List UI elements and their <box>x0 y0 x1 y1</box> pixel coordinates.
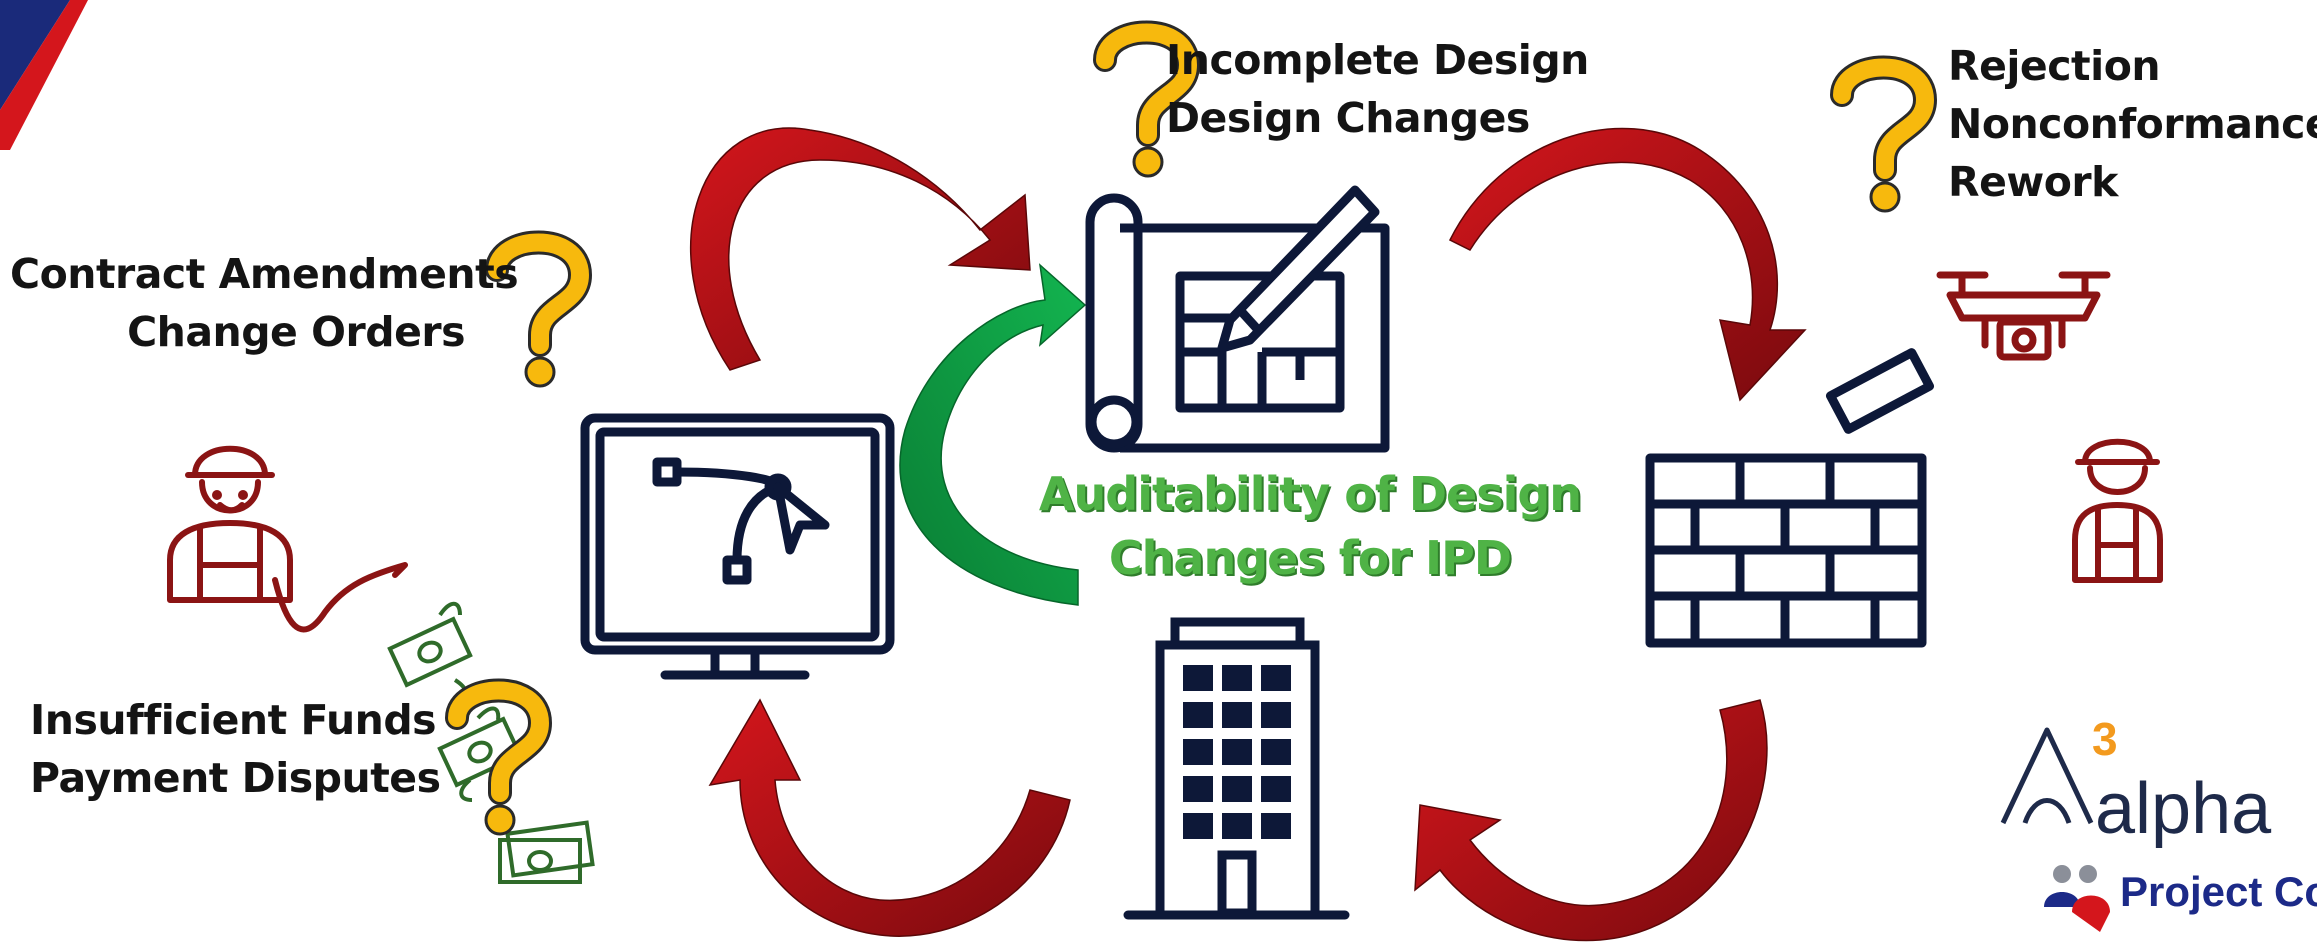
center-title: Auditability of Design Changes for IPD <box>1030 462 1590 590</box>
arrow-monitor-to-blueprint <box>689 127 1031 371</box>
label-contract-line1: Contract Amendments <box>10 250 519 298</box>
label-funds-issues: Insufficient Funds Payment Disputes <box>30 691 441 807</box>
label-quality-line3: Rework <box>1948 158 2118 206</box>
building-window <box>1183 776 1213 802</box>
drone-camera-icon <box>1936 271 2111 361</box>
label-quality-issues: Rejection Nonconformance Rework <box>1948 37 2317 211</box>
brick-wall-icon <box>1645 348 1935 648</box>
building-window <box>1261 702 1291 728</box>
construction-worker-icon <box>2072 438 2163 583</box>
building-windows <box>1183 665 1291 839</box>
computer-monitor-bezier-icon <box>580 413 895 680</box>
label-funds-line2: Payment Disputes <box>30 754 441 802</box>
building-window <box>1183 702 1213 728</box>
building-window <box>1183 813 1213 839</box>
label-funds-line1: Insufficient Funds <box>30 696 437 744</box>
arrow-green-to-blueprint <box>899 263 1087 606</box>
building-window <box>1183 665 1213 691</box>
office-building-icon <box>1123 617 1350 920</box>
building-window <box>1261 813 1291 839</box>
project-logo-text: Project Co <box>2120 868 2317 915</box>
label-contract-issues: Contract Amendments Change Orders <box>10 245 519 361</box>
label-quality-line2: Nonconformance <box>1948 100 2317 148</box>
construction-worker-left-icon <box>167 445 408 633</box>
question-mark-icon <box>485 230 593 388</box>
building-window <box>1222 813 1252 839</box>
building-window <box>1261 665 1291 691</box>
arrow-blueprint-to-wall <box>1448 127 1807 402</box>
alpha-logo-mark <box>2000 727 2094 825</box>
corner-flag-decoration <box>0 0 88 150</box>
arrow-wall-to-building <box>1414 699 1768 942</box>
question-marks <box>445 20 1938 836</box>
money-bill-icon <box>387 601 595 884</box>
building-window <box>1261 776 1291 802</box>
building-window <box>1222 665 1252 691</box>
question-mark-icon <box>445 678 553 836</box>
building-window <box>1222 776 1252 802</box>
arrow-building-to-monitor <box>708 698 1071 937</box>
question-mark-icon <box>1093 20 1201 178</box>
label-quality-line1: Rejection <box>1948 42 2161 90</box>
building-window <box>1183 739 1213 765</box>
alpha-logo-word: alpha <box>2095 769 2272 849</box>
alpha-logo-superscript: 3 <box>2092 713 2118 765</box>
label-design-issues: Incomplete Design Design Changes <box>1166 31 1589 147</box>
label-design-line2: Design Changes <box>1166 94 1530 142</box>
label-contract-line2: Change Orders <box>127 308 465 356</box>
label-design-line1: Incomplete Design <box>1166 36 1589 84</box>
building-window <box>1222 739 1252 765</box>
project-logo-people-icon <box>2044 865 2110 932</box>
blueprint-pencil-icon <box>1085 185 1390 453</box>
question-mark-icon <box>1830 55 1938 213</box>
center-title-line2: Changes for IPD <box>1108 531 1512 585</box>
center-title-line1: Auditability of Design <box>1038 467 1582 521</box>
building-window <box>1222 702 1252 728</box>
building-window <box>1261 739 1291 765</box>
